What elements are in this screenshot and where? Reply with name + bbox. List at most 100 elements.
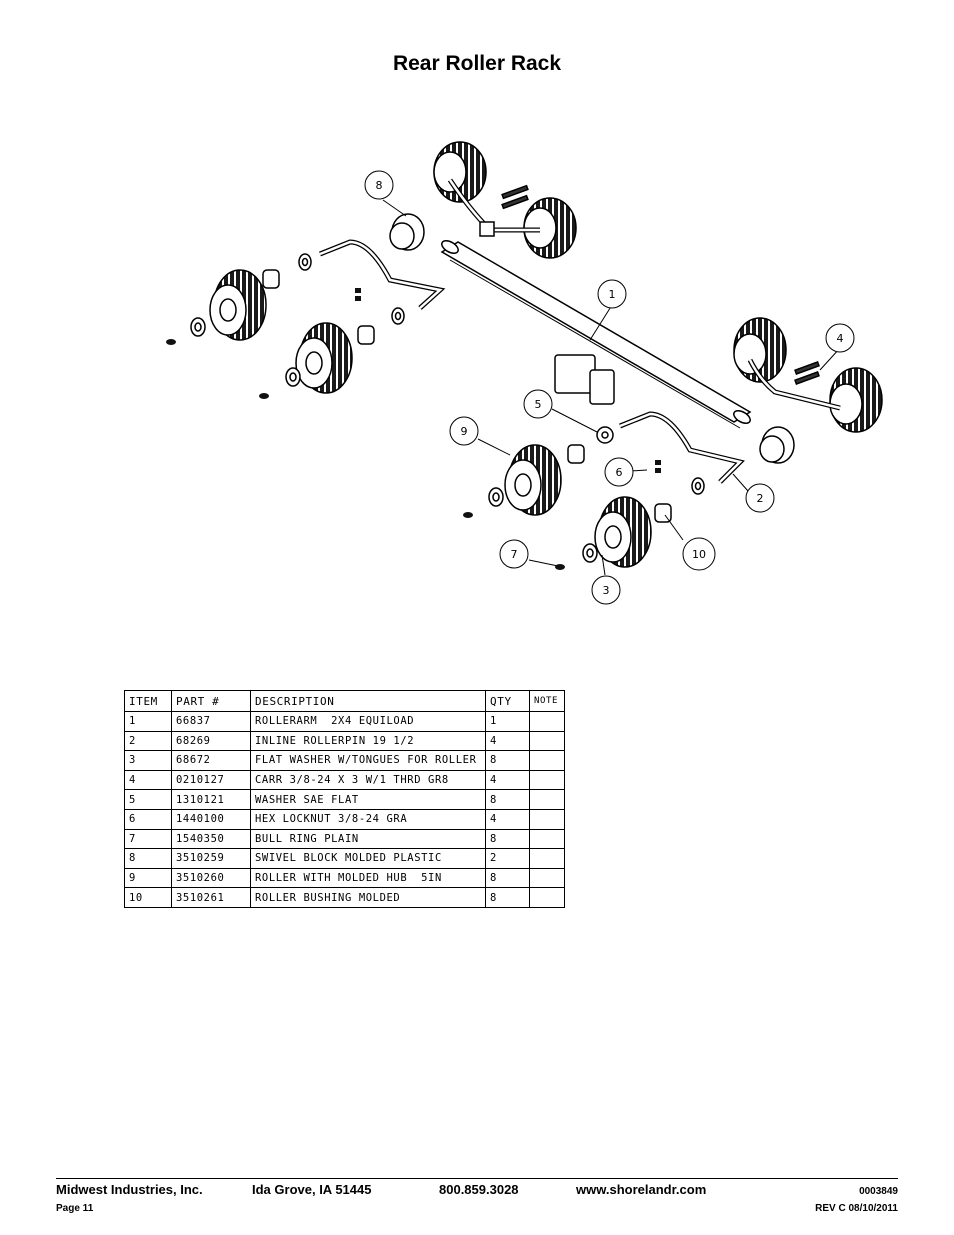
roller-arm-tube	[440, 240, 752, 429]
cell-note	[529, 769, 565, 791]
callout-item-9: 9	[449, 416, 479, 446]
cell-note	[529, 711, 565, 732]
cell-qty: 8	[485, 789, 530, 810]
footer-divider	[56, 1178, 898, 1179]
cell-description: FLAT WASHER W/TONGUES FOR ROLLER	[250, 750, 486, 771]
callout-item-3: 3	[591, 575, 621, 605]
cell-item: 6	[124, 808, 172, 830]
cell-note	[529, 750, 565, 771]
svg-text:4: 4	[837, 332, 844, 345]
roller-pin-right-inner	[619, 412, 743, 483]
cell-part-number: 1540350	[171, 828, 251, 850]
header-description: DESCRIPTION	[250, 690, 486, 712]
exploded-parts-diagram: 8 1 4 5 9 6 2 7 10 3	[166, 141, 883, 605]
cell-part-number: 3510259	[171, 848, 251, 869]
svg-text:6: 6	[616, 466, 623, 479]
cell-description: ROLLER BUSHING MOLDED	[250, 887, 486, 908]
cell-qty: 4	[485, 808, 530, 830]
cell-description: ROLLER WITH MOLDED HUB 5IN	[250, 867, 486, 889]
cell-qty: 8	[485, 887, 530, 908]
footer-location: Ida Grove, IA 51445	[252, 1182, 372, 1197]
cell-note	[529, 887, 565, 908]
cell-qty: 2	[485, 848, 530, 869]
cell-part-number: 1440100	[171, 808, 251, 830]
roller-pin-left	[319, 239, 446, 310]
svg-text:2: 2	[757, 492, 764, 505]
cell-description: BULL RING PLAIN	[250, 828, 486, 850]
cell-qty: 8	[485, 867, 530, 889]
cell-part-number: 1310121	[171, 789, 251, 810]
swivel-block	[389, 213, 795, 464]
roller-pin-right	[619, 411, 745, 484]
cell-part-number: 3510261	[171, 887, 251, 908]
cell-part-number: 3510260	[171, 867, 251, 889]
cell-item: 4	[124, 769, 172, 791]
footer-website: www.shorelandr.com	[576, 1182, 707, 1197]
cell-note	[529, 808, 565, 830]
cell-item: 9	[124, 867, 172, 889]
cell-item: 7	[124, 828, 172, 850]
cell-description: WASHER SAE FLAT	[250, 789, 486, 810]
callout-leaders	[382, 199, 841, 576]
cell-item: 3	[124, 750, 172, 771]
header-qty: QTY	[485, 690, 530, 712]
cell-description: CARR 3/8-24 X 3 W/1 THRD GR8	[250, 769, 486, 791]
roller-lower-right	[594, 496, 672, 568]
footer-page-number: Page 11	[56, 1203, 94, 1214]
cell-description: SWIVEL BLOCK MOLDED PLASTIC	[250, 848, 486, 869]
cell-item: 8	[124, 848, 172, 869]
cell-note	[529, 867, 565, 889]
footer-phone: 800.859.3028	[439, 1182, 519, 1197]
cell-part-number: 66837	[171, 711, 251, 732]
callout-item-2: 2	[745, 483, 775, 513]
cell-note	[529, 828, 565, 850]
page-title: Rear Roller Rack	[392, 52, 562, 75]
footer-company: Midwest Industries, Inc.	[56, 1182, 203, 1197]
svg-text:9: 9	[461, 425, 468, 438]
roller-assembly-top	[433, 141, 577, 259]
callout-item-7: 7	[499, 539, 529, 569]
svg-text:10: 10	[692, 548, 706, 561]
table-header-row: ITEM PART # DESCRIPTION QTY NOTE	[124, 690, 565, 712]
roller-left-upper	[209, 269, 280, 341]
callout-item-4: 4	[825, 323, 855, 353]
footer-revision: REV C 08/10/2011	[815, 1203, 898, 1214]
cell-qty: 4	[485, 769, 530, 791]
roller-left-lower	[295, 322, 375, 394]
header-note: NOTE	[529, 690, 565, 712]
roller-assembly-right	[733, 317, 883, 433]
svg-text:3: 3	[603, 584, 610, 597]
cell-qty: 8	[485, 828, 530, 850]
svg-text:5: 5	[535, 398, 542, 411]
callout-item-10: 10	[682, 537, 716, 571]
roller-pin-left-inner	[319, 240, 443, 309]
callout-item-6: 6	[604, 457, 634, 487]
cell-part-number: 68269	[171, 730, 251, 752]
cell-qty: 1	[485, 711, 530, 732]
svg-text:1: 1	[609, 288, 616, 301]
cell-part-number: 0210127	[171, 769, 251, 791]
washers	[190, 253, 705, 563]
cell-item: 5	[124, 789, 172, 810]
svg-text:8: 8	[376, 179, 383, 192]
roller-lower-left	[504, 444, 585, 516]
footer-doc-number: 0003849	[859, 1186, 898, 1197]
cell-item: 1	[124, 711, 172, 732]
cell-part-number: 68672	[171, 750, 251, 771]
cell-item: 2	[124, 730, 172, 752]
cell-description: INLINE ROLLERPIN 19 1/2	[250, 730, 486, 752]
cell-note	[529, 848, 565, 869]
header-item: ITEM	[124, 690, 172, 712]
cell-note	[529, 730, 565, 752]
cell-qty: 8	[485, 750, 530, 771]
